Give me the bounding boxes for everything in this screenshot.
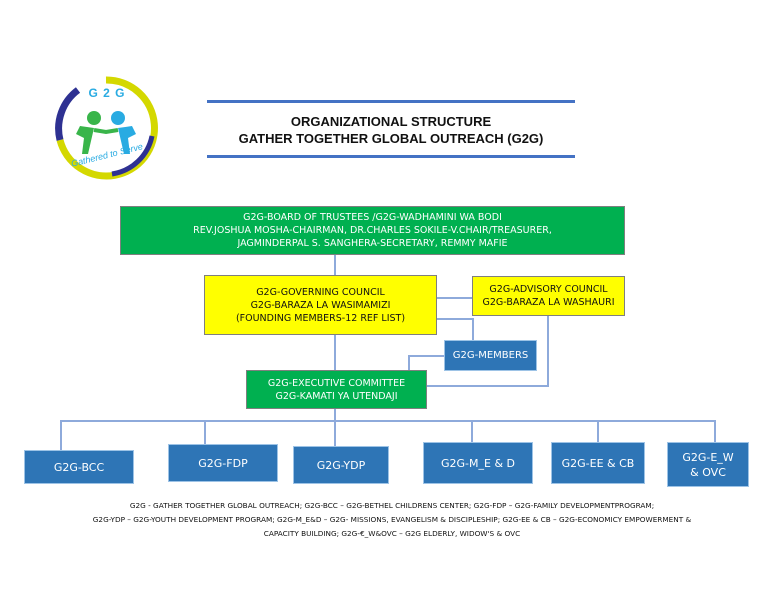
logo-emblem-icon: [55, 76, 158, 180]
program-label: G2G-M_E & D: [441, 456, 515, 470]
program-box-eecb: G2G-EE & CB: [551, 442, 645, 484]
advisory-council-box: G2G-ADVISORY COUNCIL G2G-BARAZA LA WASHA…: [472, 276, 625, 316]
connector-drop-ew: [714, 420, 716, 442]
logo-text-top: G 2 G: [88, 86, 126, 100]
program-label: G2G-BCC: [53, 460, 105, 474]
executive-committee-line1: G2G-EXECUTIVE COMMITTEE: [267, 377, 406, 389]
program-label-line2: & OVC: [690, 465, 726, 479]
footnote-line3: CAPACITY BUILDING; G2G-€_W&OVC – G2G ELD…: [263, 529, 521, 538]
connector-drop-eecb: [597, 420, 599, 442]
connector-members-to-exec-v: [408, 355, 410, 370]
governing-council-line3: (FOUNDING MEMBERS-12 REF LIST): [235, 312, 406, 324]
program-label-line1: G2G-E_W: [682, 450, 734, 464]
connector-drop-ydp: [334, 420, 336, 446]
program-box-fdp: G2G-FDP: [168, 444, 278, 482]
header-top-rule: [207, 100, 575, 103]
connector-program-bus: [60, 420, 716, 422]
connector-council-to-exec: [334, 335, 336, 370]
members-box: G2G-MEMBERS: [444, 340, 537, 371]
program-label: G2G-FDP: [198, 456, 248, 470]
board-line2: REV.JOSHUA MOSHA-CHAIRMAN, DR.CHARLES SO…: [193, 225, 552, 236]
footnote-line2: G2G-YDP – G2G-YOUTH DEVELOPMENT PROGRAM;…: [92, 515, 692, 524]
connector-council-to-advisory: [437, 297, 472, 299]
board-line3: JAGMINDERPAL S. SANGHERA-SECRETARY, REMM…: [237, 238, 508, 249]
connector-council-to-members-v: [472, 318, 474, 340]
connector-members-to-exec-h: [408, 355, 444, 357]
board-line1: G2G-BOARD OF TRUSTEES /G2G-WADHAMINI WA …: [243, 212, 502, 223]
program-label: G2G-EE & CB: [561, 456, 635, 470]
program-box-ydp: G2G-YDP: [293, 446, 389, 484]
connector-advisory-to-exec: [427, 385, 549, 387]
executive-committee-box: G2G-EXECUTIVE COMMITTEE G2G-KAMATI YA UT…: [246, 370, 427, 409]
connector-advisory-down: [547, 316, 549, 387]
connector-drop-med: [471, 420, 473, 442]
header-title-line2: GATHER TOGETHER GLOBAL OUTREACH (G2G): [238, 131, 544, 146]
governing-council-box: G2G-GOVERNING COUNCIL G2G-BARAZA LA WASI…: [204, 275, 437, 335]
advisory-council-line1: G2G-ADVISORY COUNCIL: [489, 284, 608, 295]
program-box-ew: G2G-E_W & OVC: [667, 442, 749, 487]
program-box-med: G2G-M_E & D: [423, 442, 533, 484]
connector-drop-bcc: [60, 420, 62, 450]
connector-council-to-members-h: [437, 318, 473, 320]
program-box-bcc: G2G-BCC: [24, 450, 134, 484]
footnote-line1: G2G - GATHER TOGETHER GLOBAL OUTREACH; G…: [129, 501, 655, 510]
governing-council-line2: G2G-BARAZA LA WASIMAMIZI: [250, 299, 391, 311]
members-label: G2G-MEMBERS: [452, 350, 529, 361]
executive-committee-line2: G2G-KAMATI YA UTENDAJI: [275, 390, 398, 402]
connector-board-to-council: [334, 255, 336, 275]
connector-drop-fdp: [204, 420, 206, 444]
header-bottom-rule: [207, 155, 575, 158]
governing-council-line1: G2G-GOVERNING COUNCIL: [256, 286, 385, 298]
program-label: G2G-YDP: [316, 458, 366, 472]
board-of-trustees-box: G2G-BOARD OF TRUSTEES /G2G-WADHAMINI WA …: [120, 206, 625, 255]
advisory-council-line2: G2G-BARAZA LA WASHAURI: [482, 297, 615, 308]
connector-exec-to-programs: [334, 409, 336, 420]
header-title-line1: ORGANIZATIONAL STRUCTURE: [290, 114, 492, 129]
g2g-logo: [54, 76, 158, 180]
